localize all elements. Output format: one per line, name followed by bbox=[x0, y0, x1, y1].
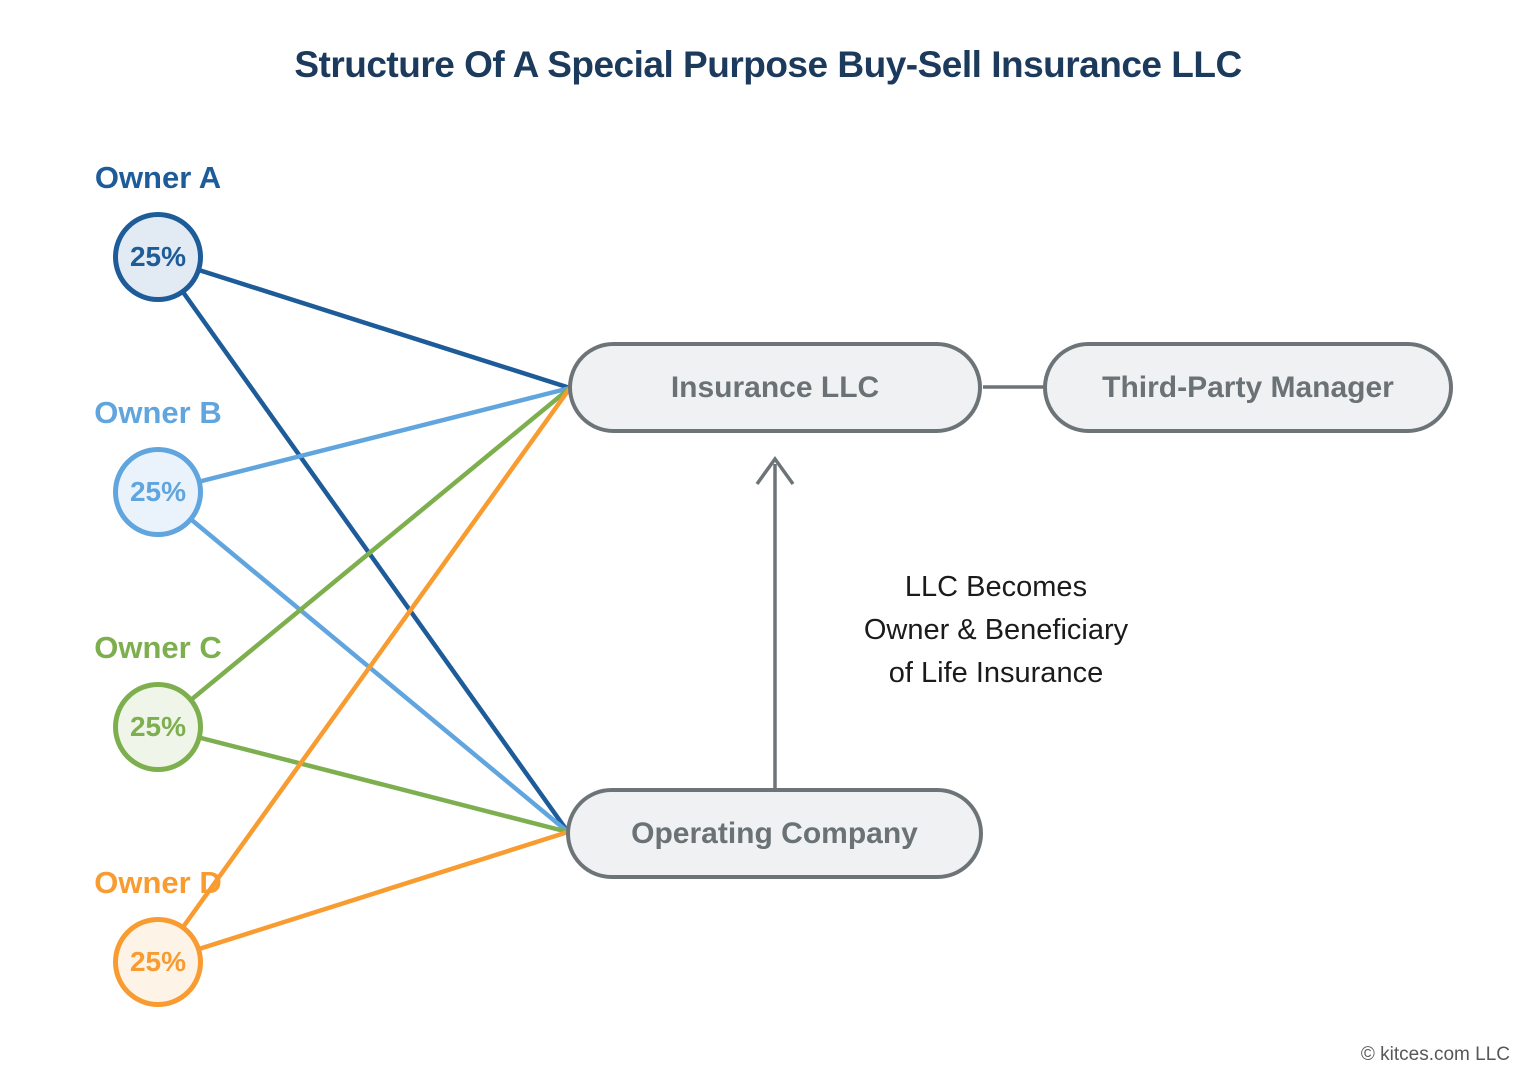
arrowhead-up-icon bbox=[755, 456, 795, 486]
owner-c-label: Owner C bbox=[94, 630, 222, 665]
owner-c-to-operating-line bbox=[155, 724, 571, 835]
owner-d-to-operating-line bbox=[155, 829, 571, 965]
owner-a-share-circle: 25% bbox=[113, 212, 203, 302]
annotation-line-1: LLC Becomes bbox=[904, 571, 1088, 603]
owner-a-label: Owner A bbox=[94, 160, 222, 195]
diagram-title: Structure Of A Special Purpose Buy-Sell … bbox=[294, 44, 1242, 85]
owner-b-to-operating-line bbox=[155, 489, 571, 835]
owner-b-label: Owner B bbox=[94, 395, 222, 430]
owner-b-share-value: 25% bbox=[129, 476, 187, 507]
owner-c-share-value: 25% bbox=[129, 711, 187, 742]
llc-ownership-annotation: LLC Becomes Owner & Beneficiary of Life … bbox=[796, 566, 1196, 695]
annotation-line-2: Owner & Beneficiary bbox=[863, 614, 1129, 646]
third-party-manager-node: Third-Party Manager bbox=[1043, 342, 1453, 433]
copyright-credit: © kitces.com LLC bbox=[1360, 1044, 1510, 1065]
owner-a-to-insurance-line bbox=[155, 254, 573, 391]
owner-d-share-circle: 25% bbox=[113, 917, 203, 1007]
owner-b-to-insurance-line bbox=[155, 385, 573, 495]
owner-c-to-insurance-line bbox=[155, 385, 573, 730]
owner-d-to-insurance-line bbox=[155, 385, 573, 965]
insurance-llc-node: Insurance LLC bbox=[568, 342, 982, 433]
owner-b-share-circle: 25% bbox=[113, 447, 203, 537]
annotation-line-3: of Life Insurance bbox=[888, 657, 1104, 689]
owner-d-label: Owner D bbox=[94, 865, 222, 900]
owner-a-to-operating-line bbox=[155, 254, 571, 835]
operating-company-node: Operating Company bbox=[566, 788, 983, 879]
owner-d-share-value: 25% bbox=[129, 946, 187, 977]
owner-c-share-circle: 25% bbox=[113, 682, 203, 772]
owner-a-share-value: 25% bbox=[129, 241, 187, 272]
